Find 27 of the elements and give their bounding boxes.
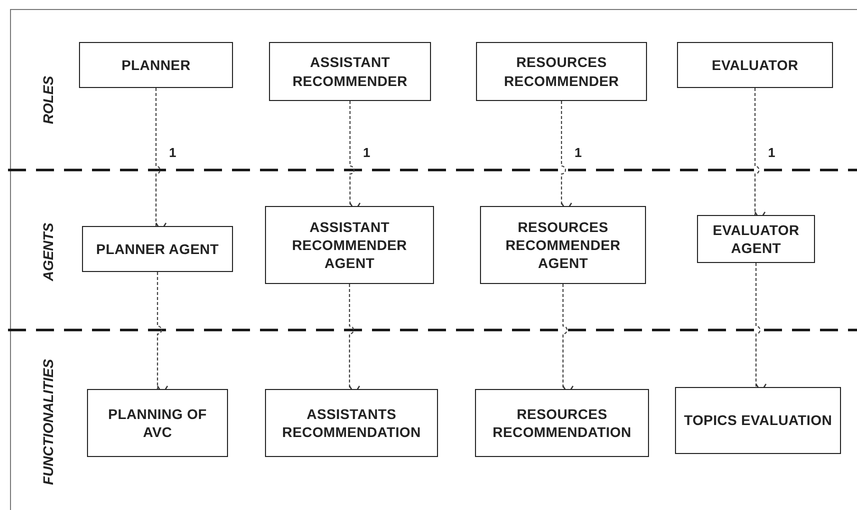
process-box bbox=[87, 389, 228, 457]
process-box bbox=[82, 226, 233, 272]
box-label: ASSISTANT RECOMMENDER bbox=[292, 53, 408, 90]
process-box bbox=[475, 389, 649, 457]
process-box bbox=[677, 42, 833, 88]
box-label: RESOURCES RECOMMENDER AGENT bbox=[504, 218, 622, 272]
box-label: PLANNER AGENT bbox=[96, 240, 219, 258]
process-box bbox=[697, 215, 815, 263]
box-label: RESOURCES RECOMMENDER bbox=[503, 53, 620, 90]
lane-label: FUNCTIONALITIES bbox=[40, 359, 56, 485]
box-label: RESOURCES RECOMMENDATION bbox=[492, 404, 632, 442]
process-box bbox=[79, 42, 233, 88]
box-label: PLANNING OF AVC bbox=[107, 404, 208, 442]
box-label: ASSISTANTS RECOMMENDATION bbox=[281, 404, 422, 442]
box-label: EVALUATOR AGENT bbox=[712, 220, 800, 258]
box-label: TOPICS EVALUATION bbox=[684, 411, 832, 430]
process-box bbox=[265, 389, 438, 457]
box-label: ASSISTANT RECOMMENDER AGENT bbox=[291, 218, 408, 272]
lane-label: AGENTS bbox=[40, 222, 56, 282]
lane-label: ROLES bbox=[40, 76, 56, 124]
box-label: PLANNER bbox=[121, 56, 191, 74]
process-box bbox=[269, 42, 431, 101]
process-box bbox=[476, 42, 647, 101]
box-label: EVALUATOR bbox=[712, 56, 798, 74]
process-box bbox=[675, 387, 841, 454]
process-box bbox=[480, 206, 646, 284]
process-box bbox=[265, 206, 434, 284]
